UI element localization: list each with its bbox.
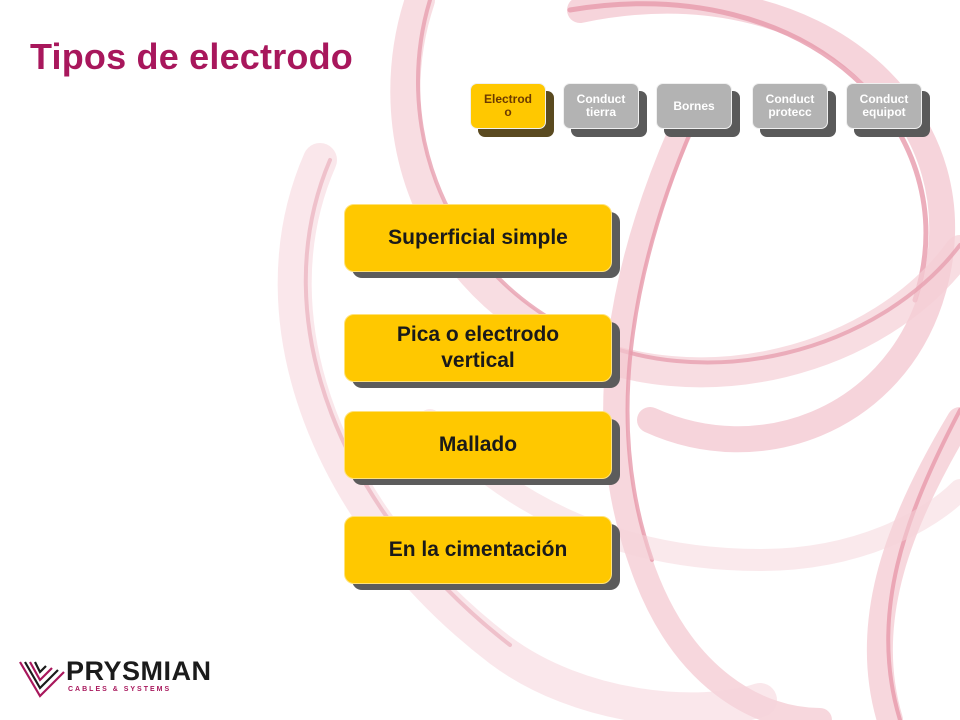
option-button-label: En la cimentación — [344, 516, 612, 584]
option-mallado-button[interactable]: Mallado — [344, 411, 620, 485]
option-pica-vertical-button[interactable]: Pica o electrodo vertical — [344, 314, 620, 388]
nav-button-conduct-equipot[interactable]: Conduct equipot — [846, 83, 930, 137]
option-button-label: Superficial simple — [344, 204, 612, 272]
prysmian-logo: PRYSMIAN CABLES & SYSTEMS — [18, 652, 248, 702]
nav-button-electrodo[interactable]: Electrod o — [470, 83, 554, 137]
option-button-label: Mallado — [344, 411, 612, 479]
brand-tagline: CABLES & SYSTEMS — [68, 686, 172, 693]
brand-name: PRYSMIAN — [66, 656, 212, 686]
option-en-la-cimentacion-button[interactable]: En la cimentación — [344, 516, 620, 590]
nav-button-bornes[interactable]: Bornes — [656, 83, 740, 137]
prysmian-mark-icon — [19, 661, 65, 698]
nav-button-label: Bornes — [656, 83, 732, 129]
page-title: Tipos de electrodo — [30, 36, 353, 77]
nav-button-conduct-tierra[interactable]: Conduct tierra — [563, 83, 647, 137]
nav-button-conduct-protecc[interactable]: Conduct protecc — [752, 83, 836, 137]
nav-button-label: Conduct equipot — [846, 83, 922, 129]
nav-button-label: Conduct protecc — [752, 83, 828, 129]
nav-button-label: Electrod o — [470, 83, 546, 129]
option-button-label: Pica o electrodo vertical — [344, 314, 612, 382]
nav-button-label: Conduct tierra — [563, 83, 639, 129]
option-superficial-simple-button[interactable]: Superficial simple — [344, 204, 620, 278]
